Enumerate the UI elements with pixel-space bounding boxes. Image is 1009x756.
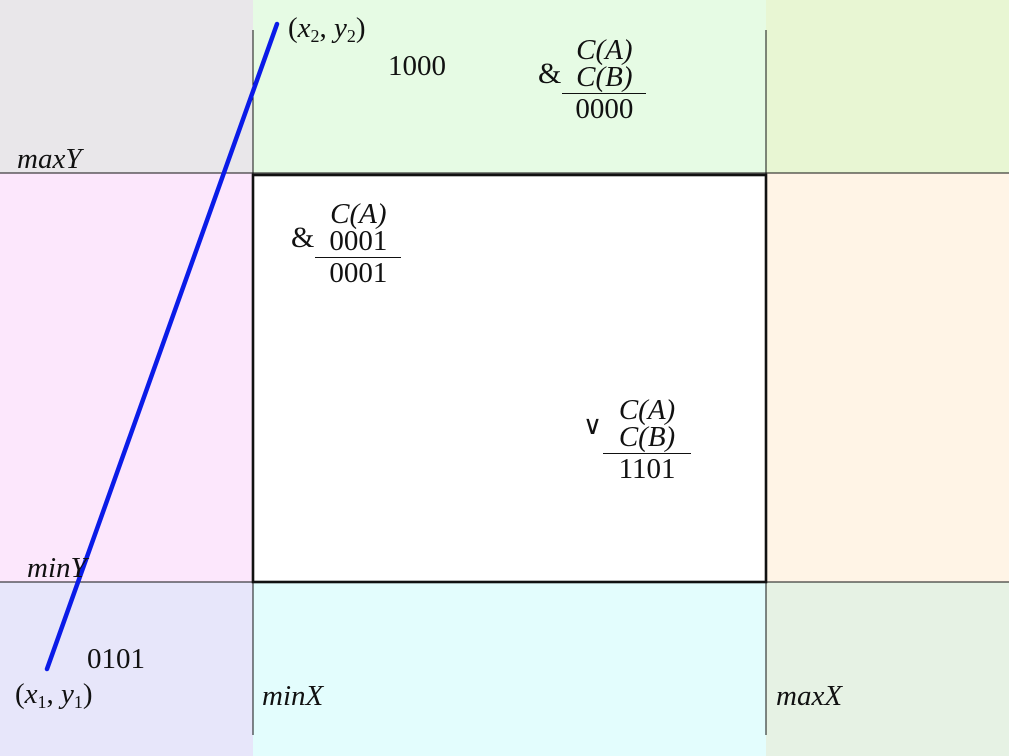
region-bottom-left [0,582,253,756]
line-segment [44,21,280,672]
or-computation: ∨ C(A) C(B) 1101 [583,394,692,485]
and-operator: & [538,57,562,90]
or-operator: ∨ [583,411,603,440]
operand-a: C(A) [330,198,387,230]
maxX-label: maxX [776,680,843,712]
result-value: 0001 [329,257,388,289]
fraction-rule [603,453,692,454]
result-value: 0000 [575,93,634,125]
operand-a: C(A) [576,34,633,66]
maxY-label: maxY [17,143,82,175]
operand-b: C(B) [618,421,676,453]
minY-label: minY [27,552,87,584]
region-middle-right [766,173,1009,582]
outcode-top-label: 1000 [388,50,446,82]
clip-window-rect [251,173,768,584]
and-computation-inner: & C(A) 0001 0001 [291,198,402,289]
region-middle-left [0,173,253,582]
region-bottom-middle [253,582,766,756]
fraction-rule [315,257,402,258]
minX-label: minX [262,680,324,712]
endpoint-p1-label: (x1, y1) [15,678,93,712]
region-top-right [766,0,1009,173]
region-top-left [0,0,253,173]
endpoint-p2-label: (x2, y2) [288,12,366,46]
operand-a: C(A) [618,394,676,426]
operand-b: C(B) [576,61,633,93]
fraction-rule [562,93,647,94]
region-top-middle [253,0,766,173]
and-operator: & [291,221,315,254]
region-center-window [253,173,766,582]
operand-b: 0001 [329,225,388,257]
outcode-bottom-left-label: 0101 [87,643,145,675]
result-value: 1101 [618,453,676,485]
and-computation-top: & C(A) C(B) 0000 [538,34,647,125]
region-bottom-right [766,582,1009,756]
